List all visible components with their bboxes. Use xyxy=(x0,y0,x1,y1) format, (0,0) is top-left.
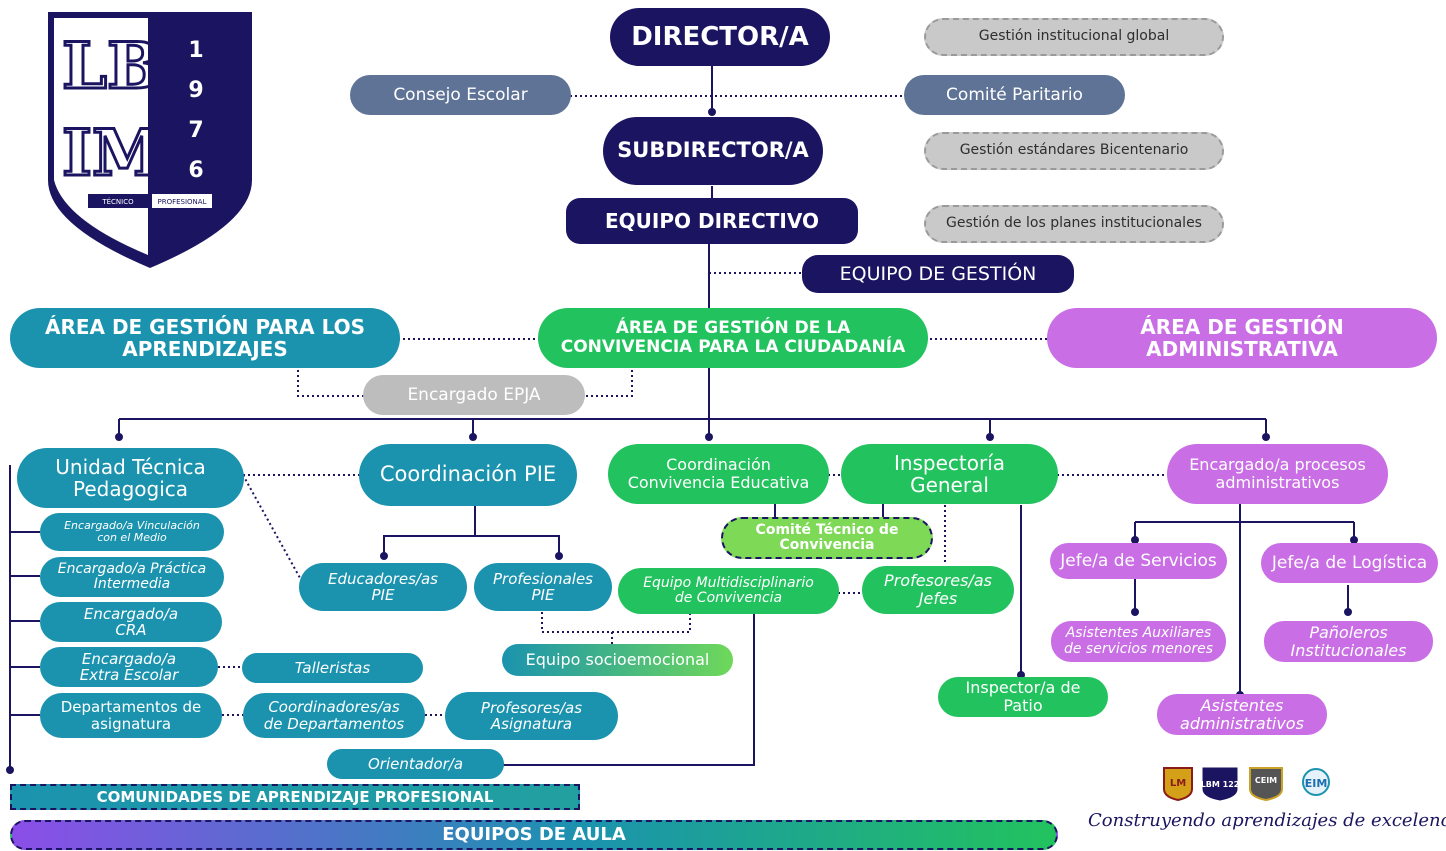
node-equipo-multidisciplinario: Equipo Multidisciplinario de Convivencia xyxy=(618,568,839,614)
node-utp: Unidad Técnica Pedagogica xyxy=(17,448,244,508)
svg-text:LBM 122: LBM 122 xyxy=(1202,780,1238,789)
node-profesionales-pie: Profesionales PIE xyxy=(474,563,612,611)
school-logo: LB IM 1 9 7 6 TÉCNICO PROFESIONAL xyxy=(48,12,252,268)
node-gestion-bicentenario: Gestión estándares Bicentenario xyxy=(924,132,1224,170)
node-encargado-procesos: Encargado/a procesos administrativos xyxy=(1167,444,1388,504)
node-cra: Encargado/a CRA xyxy=(40,602,222,642)
node-subdirector: SUBDIRECTOR/A xyxy=(603,117,823,185)
node-gestion-planes: Gestión de los planes institucionales xyxy=(924,205,1224,243)
node-area-administrativa: ÁREA DE GESTIÓN ADMINISTRATIVA xyxy=(1047,308,1437,368)
logo-letters-bottom: IM xyxy=(62,116,163,191)
node-inspector-patio: Inspector/a de Patio xyxy=(938,677,1108,717)
node-practica: Encargado/a Práctica Intermedia xyxy=(40,557,224,597)
svg-text:EIM: EIM xyxy=(1305,777,1328,790)
node-comite-paritario: Comité Paritario xyxy=(904,75,1125,115)
node-departamentos: Departamentos de asignatura xyxy=(40,693,222,738)
node-orientador: Orientador/a xyxy=(327,749,504,779)
node-consejo-escolar: Consejo Escolar xyxy=(350,75,571,115)
node-coord-convivencia: Coordinación Convivencia Educativa xyxy=(608,444,829,504)
node-asistentes-auxiliares: Asistentes Auxiliares de servicios menor… xyxy=(1051,621,1226,662)
node-coordinadores-dep: Coordinadores/as de Departamentos xyxy=(243,693,425,738)
footer-logo-eim: EIM xyxy=(1302,768,1330,796)
node-director: DIRECTOR/A xyxy=(610,8,830,66)
logo-digit-6: 6 xyxy=(188,158,203,183)
bar-equipos-aula: EQUIPOS DE AULA xyxy=(10,820,1058,850)
node-jefe-logistica: Jefe/a de Logística xyxy=(1261,543,1438,583)
footer-logo-ceim: CEIM xyxy=(1249,767,1283,801)
node-extra-escolar: Encargado/a Extra Escolar xyxy=(40,647,218,687)
node-comite-tecnico: Comité Técnico de Convivencia xyxy=(721,517,933,559)
logo-digit-9: 9 xyxy=(188,78,203,103)
logo-letters-top: LB xyxy=(62,29,161,104)
svg-text:CEIM: CEIM xyxy=(1255,776,1277,785)
node-profesores-asig: Profesores/as Asignatura xyxy=(445,692,618,740)
node-inspectoria: Inspectoría General xyxy=(841,444,1058,504)
node-equipo-gestion: EQUIPO DE GESTIÓN xyxy=(802,255,1074,293)
node-profesores-jefes: Profesores/as Jefes xyxy=(862,566,1014,614)
node-equipo-socioemocional: Equipo socioemocional xyxy=(502,644,733,676)
node-panoleros: Pañoleros Institucionales xyxy=(1264,621,1433,662)
node-asistentes-administrativos: Asistentes administrativos xyxy=(1157,694,1327,735)
node-area-aprendizajes: ÁREA DE GESTIÓN PARA LOS APRENDIZAJES xyxy=(10,308,400,368)
node-jefe-servicios: Jefe/a de Servicios xyxy=(1050,543,1227,579)
footer-logo-lm: LM xyxy=(1163,767,1193,801)
logo-tag-profesional: PROFESIONAL xyxy=(158,198,207,206)
node-gestion-global: Gestión institucional global xyxy=(924,18,1224,56)
svg-text:LM: LM xyxy=(1170,778,1186,789)
node-vinculacion: Encargado/a Vinculación con el Medio xyxy=(40,513,224,551)
node-area-convivencia: ÁREA DE GESTIÓN DE LA CONVIVENCIA PARA L… xyxy=(538,308,928,368)
logo-digit-1: 1 xyxy=(188,38,203,63)
node-coord-pie: Coordinación PIE xyxy=(359,444,577,506)
node-encargado-epja: Encargado EPJA xyxy=(363,375,585,415)
footer-slogan: Construyendo aprendizajes de excelencia xyxy=(1088,810,1446,831)
logo-digit-7: 7 xyxy=(188,118,203,143)
node-educadores-pie: Educadores/as PIE xyxy=(299,563,467,611)
footer-logo-lbm: LBM 122 xyxy=(1202,767,1238,801)
node-equipo-directivo: EQUIPO DIRECTIVO xyxy=(566,198,858,244)
node-talleristas: Talleristas xyxy=(242,653,423,683)
logo-tag-tecnico: TÉCNICO xyxy=(101,197,134,206)
bar-comunidades: COMUNIDADES DE APRENDIZAJE PROFESIONAL xyxy=(10,784,580,810)
